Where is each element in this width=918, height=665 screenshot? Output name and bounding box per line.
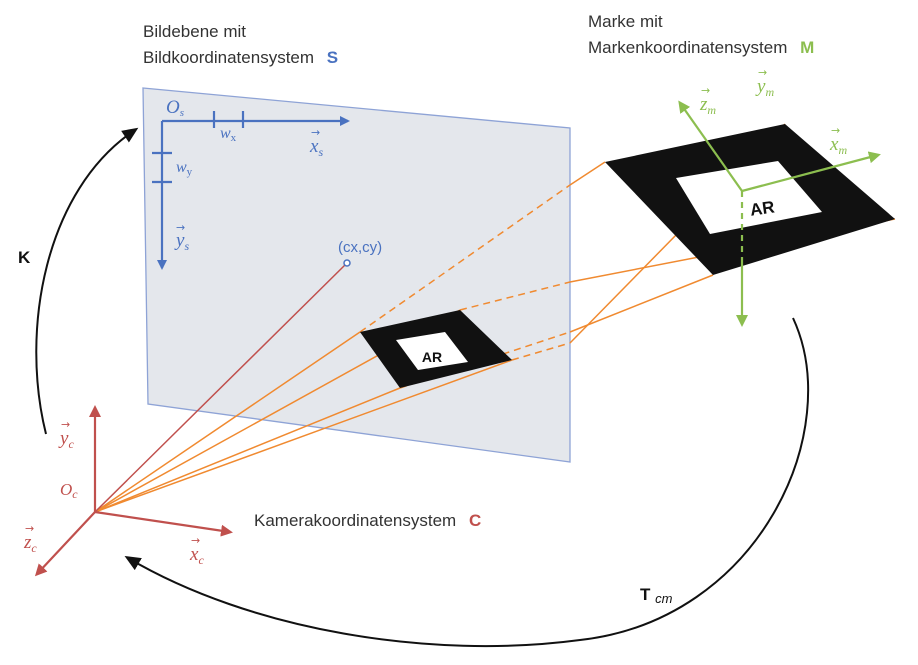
xc-main: x [189,544,199,565]
label-wy: wy [176,159,193,178]
Om-sub: m [767,168,776,182]
image-plane-title-text: Bildkoordinatensystem [143,48,314,67]
label-xs: xs [309,136,323,159]
yc-main: y [58,428,69,449]
principal-point [343,259,351,267]
xs-sub: s [318,145,323,159]
marker-title-2: Markenkoordinatensystem M [588,38,814,57]
ym-main: y [755,76,766,97]
xc-axis [94,510,233,537]
Om-main: O [755,161,767,180]
camera-coordinate-axes [34,405,233,577]
ray-solid-1 [94,331,361,513]
ys-sub: s [184,239,189,253]
Os-main: O [166,97,180,118]
camera-symbol: C [469,511,481,530]
ray-outer-1 [569,161,606,186]
camera-title-text: Kamerakoordinatensystem [254,511,456,530]
zm-sub: m [707,103,716,117]
vec-arrow-xs: → [311,126,320,139]
ray-outer-4 [569,274,714,333]
camera-title: Kamerakoordinatensystem C [254,511,481,530]
label-zc: zc [23,532,37,555]
label-yc: yc [58,428,74,451]
image-plane-symbol: S [327,48,338,67]
label-zm: zm [699,94,716,117]
ray-solid-4 [94,387,401,513]
marker-symbol: M [800,38,814,57]
vec-arrow-zm: → [701,84,710,97]
label-principal-point: (cx,cy) [338,239,382,256]
label-xc: xc [189,544,204,567]
Oc-sub: c [72,487,78,501]
principal-ray [94,262,348,513]
marker-text: AR [749,197,776,219]
wx-main: w [220,125,231,142]
projected-marker-text: AR [422,349,442,365]
xs-main: x [309,136,319,157]
marker-title-1: Marke mit [588,12,663,31]
wy-main: w [176,159,187,176]
projected-marker-inner [396,332,468,370]
label-ys: ys [174,230,189,253]
label-Om: Om [755,161,776,182]
zm-axis [678,100,743,192]
ray-dashed-2 [459,281,571,311]
label-Oc: Oc [60,480,78,501]
zc-axis [34,511,96,577]
vec-arrow-yc: → [61,418,70,431]
label-Os: Os [166,97,184,119]
arc-K [35,127,139,435]
xm-sub: m [838,143,847,157]
zc-main: z [23,532,32,553]
arc-Tcm [124,317,809,647]
image-plane-title-2: Bildkoordinatensystem S [143,48,338,67]
label-xm: xm [829,134,847,157]
xm-main: x [829,134,839,155]
ray-dashed-1 [359,184,571,333]
vec-arrow-zc: → [25,522,34,535]
wy-sub: y [187,166,193,178]
label-Tcm: T cm [640,585,673,606]
label-T: T [640,585,651,604]
xm-axis [741,151,881,193]
vec-arrow-ys: → [176,221,185,234]
label-wx: wx [220,125,237,144]
ym-sub: m [765,85,774,99]
yc-sub: c [68,437,74,451]
ray-solid-3 [94,359,513,513]
wx-sub: x [231,132,237,144]
label-ym: ym [755,76,774,99]
ray-dashed-3 [511,342,571,361]
marker-title-text: Markenkoordinatensystem [588,38,787,57]
image-plane-title-1: Bildebene mit [143,22,246,41]
marker-coordinate-axes [678,100,881,327]
Oc-main: O [60,480,72,499]
vec-arrow-xm: → [831,124,840,137]
zm-main: z [699,94,708,115]
xc-sub: c [198,553,204,567]
vec-arrow-ym: → [758,66,767,79]
Os-sub: s [180,107,184,119]
image-coordinate-axes [152,111,350,270]
ys-main: y [174,230,185,251]
label-K: K [18,248,31,267]
vec-arrow-xc: → [191,534,200,547]
zc-sub: c [31,541,37,555]
label-T-sub: cm [655,591,673,606]
